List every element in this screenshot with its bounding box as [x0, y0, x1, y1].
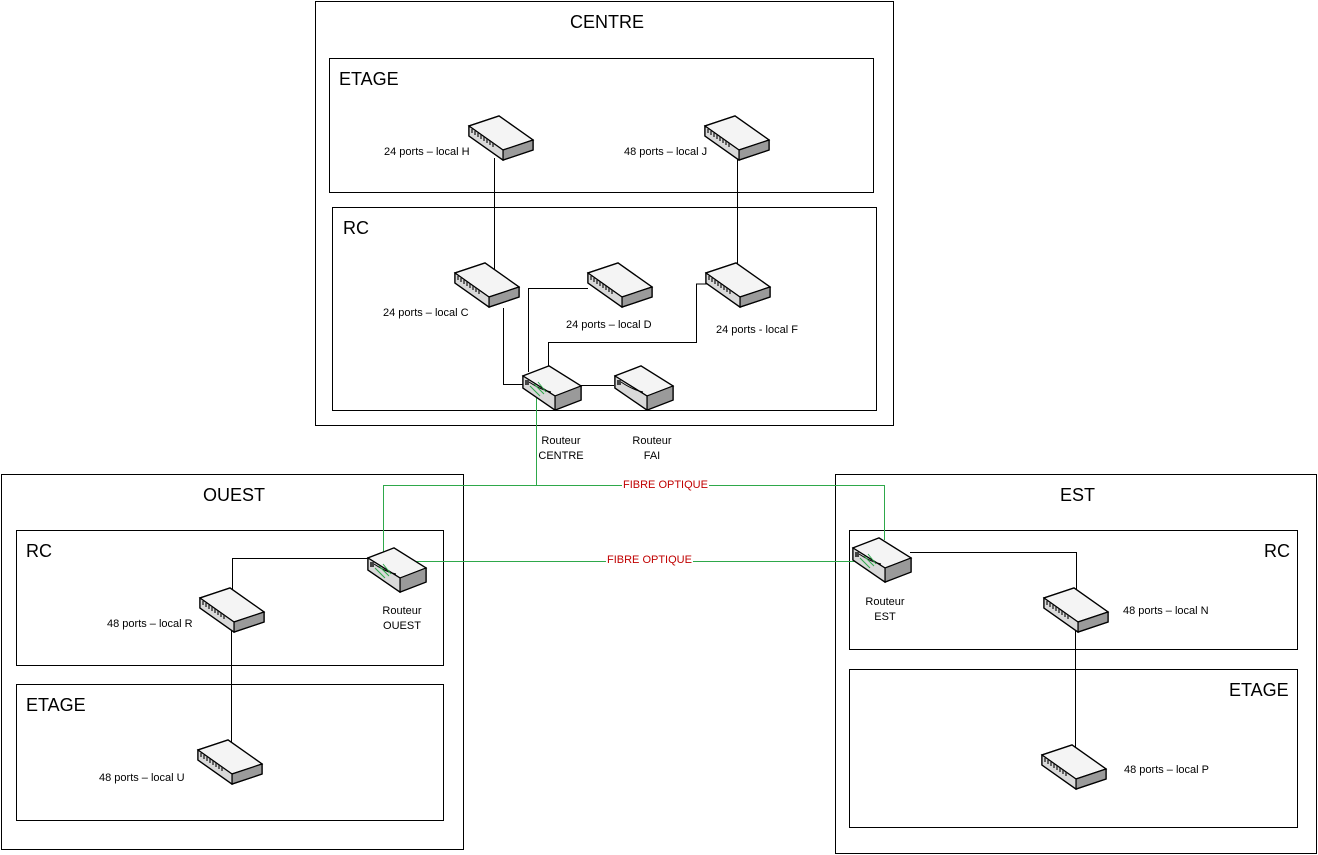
- centre-rc-zone: [332, 207, 877, 411]
- switch-local-f-icon: [705, 262, 771, 308]
- centre-etage-title: ETAGE: [339, 69, 399, 89]
- site-est-title: EST: [1060, 485, 1096, 505]
- switch-local-p-label: 48 ports – local P: [1124, 764, 1209, 776]
- centre-etage-zone: [329, 58, 874, 193]
- link-ouest-router-to-r: [232, 558, 368, 607]
- switch-local-d-label: 24 ports – local D: [566, 319, 652, 331]
- ouest-etage-title: ETAGE: [26, 695, 86, 715]
- switch-local-c-icon: [454, 262, 520, 308]
- router-ouest-label-line2: OUEST: [383, 620, 421, 632]
- switch-local-f-label: 24 ports - local F: [716, 324, 798, 336]
- router-ouest-label-line1: Routeur: [382, 605, 422, 617]
- router-fai-label-line2: FAI: [643, 450, 661, 462]
- link-f-to-router: [548, 283, 707, 368]
- switch-local-u-icon: [197, 739, 263, 785]
- switch-local-p-icon: [1041, 744, 1107, 790]
- ouest-rc-title: RC: [26, 541, 52, 561]
- switch-local-r-icon: [199, 587, 265, 633]
- switch-local-h-label: 24 ports – local H: [384, 146, 470, 158]
- router-est-label-line1: Routeur: [865, 596, 905, 608]
- switch-local-j-label: 48 ports – local J: [624, 146, 708, 158]
- link-est-router-to-n: [910, 552, 1077, 598]
- router-fai-icon: [614, 365, 674, 411]
- centre-rc-title: RC: [343, 218, 369, 238]
- switch-local-d-icon: [587, 262, 653, 308]
- router-centre-label-line2: CENTRE: [538, 450, 584, 462]
- router-ouest-label: Routeur OUEST: [372, 604, 432, 634]
- switch-local-j-icon: [704, 115, 770, 161]
- switch-local-n-label: 48 ports – local N: [1123, 605, 1209, 617]
- router-centre-label-line1: Routeur: [541, 435, 581, 447]
- switch-local-r-label: 48 ports – local R: [107, 618, 193, 630]
- fibre-label-top: FIBRE OPTIQUE: [622, 479, 709, 491]
- switch-local-c-label: 24 ports – local C: [383, 307, 469, 319]
- est-etage-title: ETAGE: [1229, 680, 1289, 700]
- switch-local-h-icon: [468, 115, 534, 161]
- site-centre-title: CENTRE: [570, 12, 645, 32]
- switch-local-n-icon: [1043, 587, 1109, 633]
- router-centre-label: Routeur CENTRE: [531, 434, 591, 464]
- router-est-label-line2: EST: [874, 611, 896, 623]
- fibre-label-middle: FIBRE OPTIQUE: [606, 554, 693, 566]
- router-fai-label: Routeur FAI: [622, 434, 682, 464]
- router-fai-label-line1: Routeur: [632, 435, 672, 447]
- site-ouest-title: OUEST: [203, 485, 266, 505]
- link-d-to-router: [528, 288, 588, 372]
- switch-local-u-label: 48 ports – local U: [99, 772, 185, 784]
- router-est-label: Routeur EST: [855, 595, 915, 625]
- link-c-to-router: [503, 308, 523, 385]
- est-rc-title: RC: [1264, 541, 1290, 561]
